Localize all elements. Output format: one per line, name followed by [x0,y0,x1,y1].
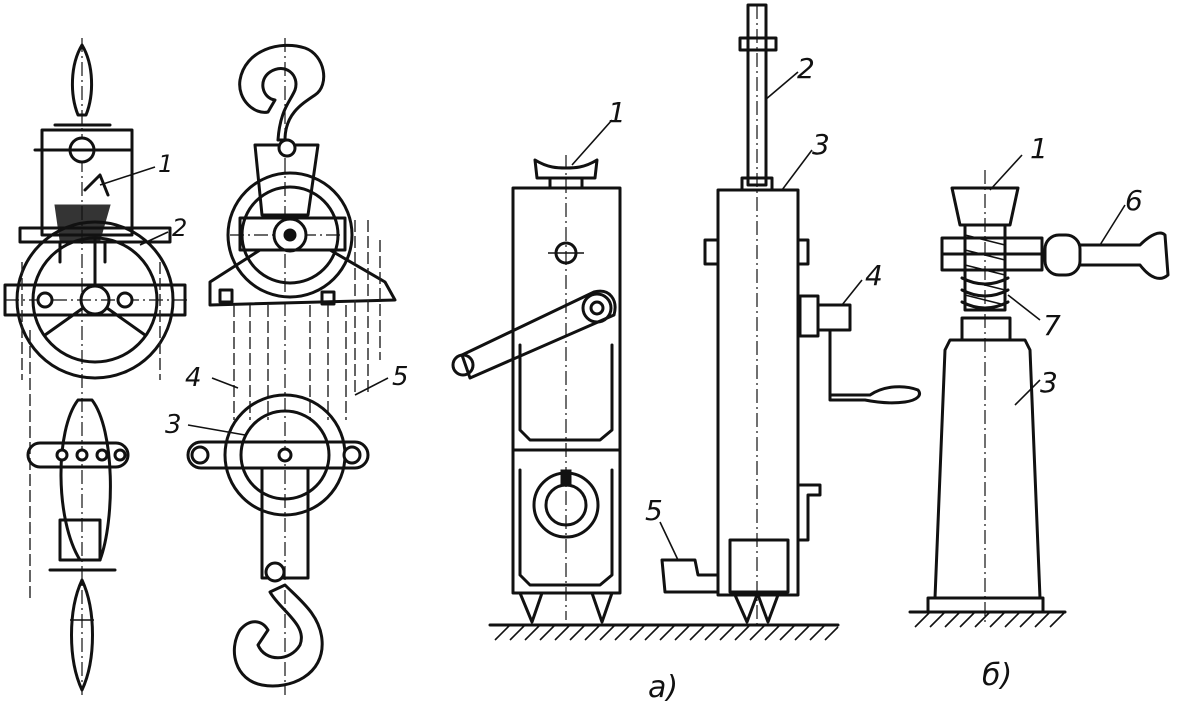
leader-screw-3 [1014,379,1041,406]
label-screw-7: 7 [1043,309,1061,342]
label-screw-1: 1 [1030,132,1048,165]
leader-rack-4 [841,279,863,306]
leader-block-3 [187,424,246,436]
label-hoist-2: 2 [172,214,187,242]
caption-b: б) [982,658,1012,693]
ground-hatching-b [908,610,1067,628]
screw-jack-drawing [926,170,1170,625]
pulley-block-drawing [186,38,397,695]
label-rack-2: 2 [797,52,815,85]
leader-hoist-2 [139,231,169,246]
caption-a: а) [648,670,678,702]
leader-rack-2 [764,71,799,101]
label-rack-5: 5 [645,494,663,527]
leader-hoist-1 [99,166,156,186]
label-screw-6: 6 [1125,184,1143,217]
label-rack-1: 1 [608,96,626,129]
leader-screw-6 [1099,204,1126,246]
worm-hoist-drawing [3,38,190,695]
leader-block-4 [211,377,239,389]
leader-rack-1 [571,119,613,166]
label-hoist-1: 1 [158,150,173,178]
leader-block-5 [354,377,389,396]
leader-rack-3 [781,149,813,191]
label-rack-3: 3 [812,128,830,161]
label-block-3: 3 [165,410,182,440]
leader-screw-7 [1007,294,1041,321]
label-screw-3: 3 [1040,366,1058,399]
rack-jack-side-view [660,3,921,625]
ground-hatching-a [488,623,840,641]
leader-rack-5 [659,521,679,561]
rack-jack-front-view [451,155,622,624]
label-block-4: 4 [185,363,202,393]
label-block-5: 5 [392,362,409,392]
leader-screw-1 [989,154,1023,191]
label-rack-4: 4 [865,259,883,292]
